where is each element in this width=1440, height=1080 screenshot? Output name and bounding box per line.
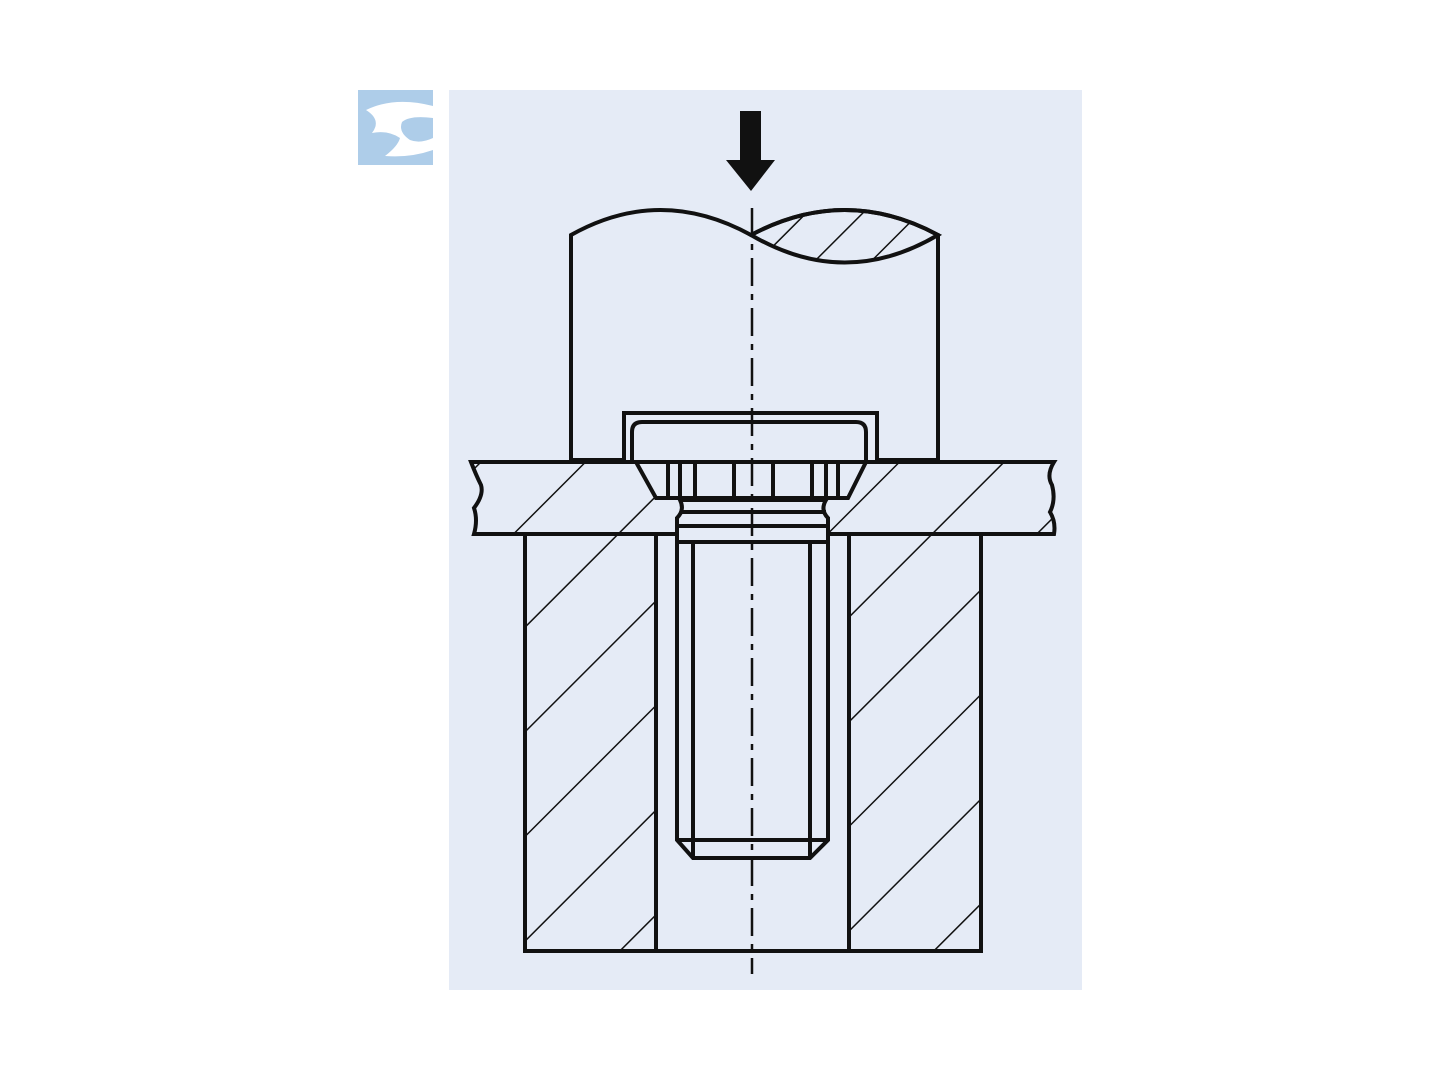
- press-fit-stud: [630, 420, 870, 860]
- wrench-icon: [358, 90, 433, 165]
- arrow-down-icon: [726, 111, 775, 191]
